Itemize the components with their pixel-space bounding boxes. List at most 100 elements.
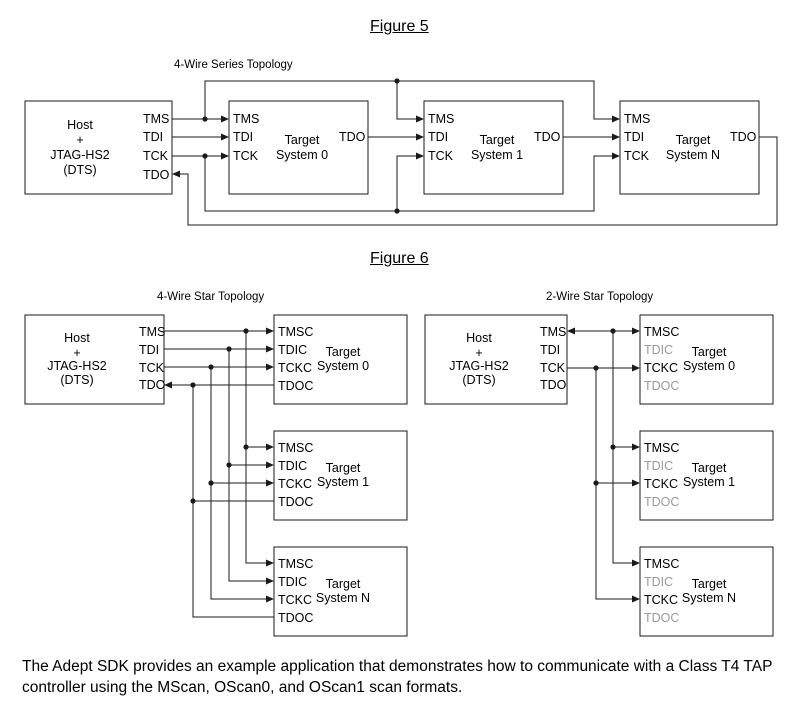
fig5-target-0: TMS TDI TCK TDO Target System 0 [228, 100, 369, 195]
fig5-host-box [24, 100, 173, 195]
svg-text:TCKC: TCKC [278, 361, 312, 375]
fig6-left-host-pin-tms: TMS [139, 325, 165, 339]
svg-text:Target: Target [676, 133, 711, 147]
svg-text:Target: Target [326, 577, 361, 591]
fig6-right-subtitle: 2-Wire Star Topology [546, 291, 653, 303]
svg-text:System 0: System 0 [317, 359, 369, 373]
svg-text:System 1: System 1 [683, 475, 735, 489]
svg-text:System N: System N [666, 148, 720, 162]
svg-text:Target: Target [692, 345, 727, 359]
figure5-title: Figure 5 [370, 18, 429, 35]
fig6-right-host-pin-tms: TMS [540, 325, 566, 339]
fig5-arrows [172, 115, 620, 178]
fig5-target-1: TMS TDI TCK TDO Target System 1 [423, 100, 564, 195]
fig6-right-host-line3: JTAG-HS2 [449, 359, 509, 373]
svg-text:TCKC: TCKC [644, 361, 678, 375]
svg-text:TDIC: TDIC [278, 575, 307, 589]
svg-text:TDIC: TDIC [278, 343, 307, 357]
svg-text:TMSC: TMSC [644, 325, 679, 339]
fig6-right-host-box [424, 314, 568, 405]
svg-text:TDOC: TDOC [644, 495, 679, 509]
svg-text:TDOC: TDOC [278, 495, 313, 509]
svg-text:System 1: System 1 [317, 475, 369, 489]
fig5-host-line4: (DTS) [63, 163, 96, 177]
fig6-right-host-pin-tdi: TDI [540, 343, 560, 357]
svg-text:TCKC: TCKC [644, 593, 678, 607]
svg-text:TDIC: TDIC [644, 459, 673, 473]
fig6-right-host-pin-tck: TCK [540, 361, 566, 375]
svg-text:TDO: TDO [534, 130, 561, 144]
svg-text:TCKC: TCKC [644, 477, 678, 491]
svg-text:Target: Target [285, 133, 320, 147]
svg-text:Target: Target [326, 461, 361, 475]
svg-text:TMS: TMS [624, 112, 650, 126]
svg-text:Target: Target [692, 577, 727, 591]
fig6-left-host-line2: + [73, 346, 80, 360]
fig6-left-subtitle: 4-Wire Star Topology [157, 291, 264, 303]
fig6-left-junctions [190, 328, 249, 504]
svg-text:TDI: TDI [233, 130, 253, 144]
fig6-left-host-box [24, 314, 165, 405]
fig6-left-host-pin-tdi: TDI [139, 343, 159, 357]
svg-text:TCK: TCK [233, 149, 259, 163]
svg-text:TCKC: TCKC [278, 477, 312, 491]
fig6-left-host-line3: JTAG-HS2 [47, 359, 107, 373]
fig6-left-host-pin-tdo: TDO [139, 378, 166, 392]
figure6-title: Figure 6 [370, 250, 429, 267]
fig5-host-pin-tdi: TDI [143, 130, 163, 144]
fig6-right-arrows [567, 327, 640, 603]
svg-text:TCK: TCK [428, 149, 454, 163]
svg-text:System N: System N [682, 591, 736, 605]
fig5-host-line1: Host [67, 118, 93, 132]
svg-text:TMSC: TMSC [278, 441, 313, 455]
svg-text:TDOC: TDOC [278, 379, 313, 393]
fig6-left-wiring [164, 330, 274, 618]
fig6-left-arrows [164, 327, 274, 603]
fig6-right-host-line4: (DTS) [462, 373, 495, 387]
svg-text:System N: System N [316, 591, 370, 605]
fig5-target-n: TMS TDI TCK TDO Target System N [619, 100, 760, 195]
fig5-host-pin-tms: TMS [143, 112, 169, 126]
fig6-left-target-0: TMSC TDIC TCKC TDOC Target System 0 [273, 314, 408, 405]
svg-text:TDO: TDO [730, 130, 757, 144]
svg-text:TDOC: TDOC [644, 379, 679, 393]
fig6-right-junctions [593, 328, 616, 486]
fig5-subtitle: 4-Wire Series Topology [174, 59, 293, 71]
fig5-junctions [202, 78, 400, 214]
fig6-right-wiring [567, 330, 632, 600]
svg-text:TDOC: TDOC [278, 611, 313, 625]
svg-text:TMSC: TMSC [644, 441, 679, 455]
fig5-host-pin-tck: TCK [143, 149, 169, 163]
svg-text:TMS: TMS [428, 112, 454, 126]
svg-text:TDI: TDI [624, 130, 644, 144]
fig5-wiring [172, 80, 778, 226]
svg-text:TMSC: TMSC [278, 325, 313, 339]
svg-text:TDO: TDO [339, 130, 366, 144]
svg-text:TDI: TDI [428, 130, 448, 144]
fig6-right-target-0: TMSC TDIC TCKC TDOC Target System 0 [639, 314, 774, 405]
fig5-host-line2: + [76, 133, 83, 147]
svg-text:Target: Target [692, 461, 727, 475]
fig6-right-host-line1: Host [466, 331, 492, 345]
svg-text:System 0: System 0 [683, 359, 735, 373]
fig6-right-target-n: TMSC TDIC TCKC TDOC Target System N [639, 546, 774, 637]
fig6-left-host-line4: (DTS) [60, 373, 93, 387]
svg-text:TMSC: TMSC [278, 557, 313, 571]
svg-text:TMS: TMS [233, 112, 259, 126]
svg-text:System 1: System 1 [471, 148, 523, 162]
fig6-left-target-1: TMSC TDIC TCKC TDOC Target System 1 [273, 430, 408, 521]
fig6-right-target-1: TMSC TDIC TCKC TDOC Target System 1 [639, 430, 774, 521]
svg-text:TDIC: TDIC [644, 343, 673, 357]
svg-text:TCKC: TCKC [278, 593, 312, 607]
svg-text:TDIC: TDIC [278, 459, 307, 473]
svg-text:Target: Target [480, 133, 515, 147]
svg-text:TCK: TCK [624, 149, 650, 163]
svg-text:System 0: System 0 [276, 148, 328, 162]
fig6-left-target-n: TMSC TDIC TCKC TDOC Target System N [273, 546, 408, 637]
svg-text:TMSC: TMSC [644, 557, 679, 571]
fig6-right-host-line2: + [475, 346, 482, 360]
fig6-right-host-pin-tdo: TDO [540, 378, 567, 392]
caption-paragraph: The Adept SDK provides an example applic… [22, 658, 773, 696]
fig6-left-host-pin-tck: TCK [139, 361, 165, 375]
